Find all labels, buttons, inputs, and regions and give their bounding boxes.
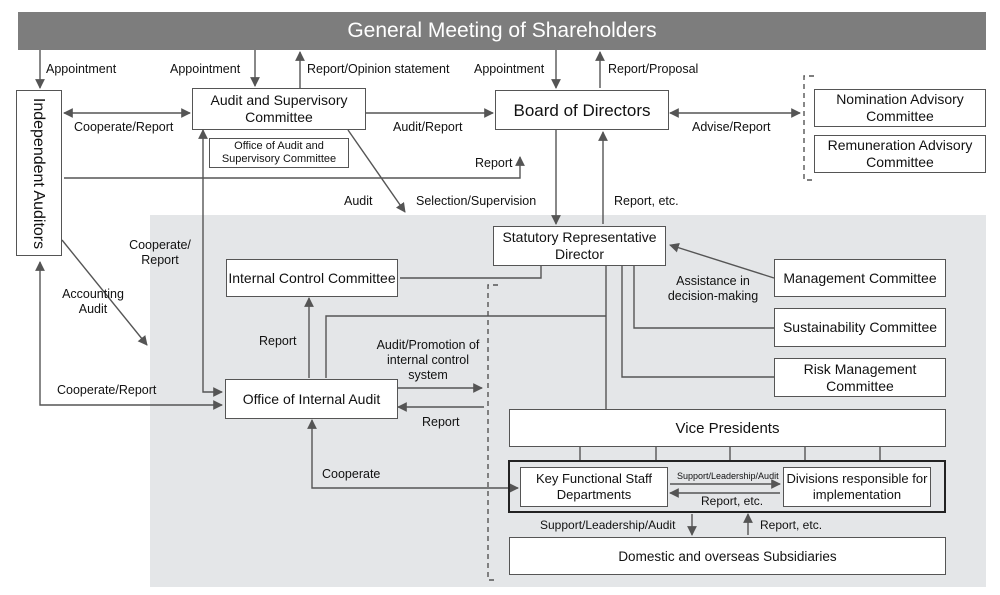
executive-bracket (487, 284, 498, 581)
cooperate-report-label-3: Cooperate/Report (57, 383, 157, 397)
report-label-2: Report (259, 334, 297, 348)
audit-promotion-label: Audit/Promotion of internal control syst… (376, 338, 480, 382)
appointment-label-1: Appointment (46, 62, 117, 76)
committee-internal-audit-arrow (198, 129, 223, 397)
sustainability-committee-box: Sustainability Committee (774, 308, 946, 347)
accounting-audit-label: Accounting Audit (62, 287, 124, 316)
internal-audit-statutory-line (325, 315, 606, 378)
vice-presidents-box: Vice Presidents (509, 409, 946, 447)
statutory-director-box: Statutory Representative Director (493, 226, 666, 266)
cooperate-report-label-2: Cooperate/ Report (129, 238, 191, 267)
key-functional-box: Key Functional Staff Departments (520, 467, 668, 507)
general-meeting-header: General Meeting of Shareholders (18, 12, 986, 50)
report-opinion-label: Report/Opinion statement (307, 62, 450, 76)
independent-auditors-label: Independent Auditors (30, 97, 48, 249)
report-proposal-label: Report/Proposal (608, 62, 699, 76)
audit-diagonal-arrow (347, 129, 406, 213)
audit-report-label: Audit/Report (393, 120, 463, 134)
risk-management-committee-box: Risk Management Committee (774, 358, 946, 397)
internal-audit-box: Office of Internal Audit (225, 379, 398, 419)
statutory-sustainability-line (633, 264, 774, 329)
report-label-3: Report (422, 415, 460, 429)
assistance-label: Assistance in decision-making (667, 274, 759, 303)
board-of-directors-box: Board of Directors (495, 90, 669, 130)
subsidiaries-box: Domestic and overseas Subsidiaries (509, 537, 946, 575)
statutory-internal-control-line (400, 264, 542, 279)
report-etc-label-1: Report, etc. (614, 194, 679, 208)
management-committee-box: Management Committee (774, 259, 946, 297)
advisory-bracket (803, 75, 814, 181)
appointment-label-3: Appointment (474, 62, 545, 76)
audit-committee-box: Audit and Supervisory Committee (192, 88, 366, 130)
divisions-box: Divisions responsible for implementation (783, 467, 931, 507)
statutory-risk-line (621, 264, 774, 378)
cooperate-report-label-1: Cooperate/Report (74, 120, 174, 134)
cooperate-arrow (307, 419, 519, 493)
internal-control-committee-box: Internal Control Committee (226, 259, 398, 297)
selection-supervision-label: Selection/Supervision (416, 194, 537, 208)
operations-group-frame (508, 460, 946, 513)
assistance-arrow (669, 242, 775, 279)
advise-report-label: Advise/Report (692, 120, 771, 134)
auditors-internal-audit-arrow (35, 261, 223, 410)
appointment-label-2: Appointment (170, 62, 241, 76)
audit-label: Audit (344, 194, 373, 208)
support-leadership-label: Support/Leadership/Audit (540, 518, 676, 532)
cooperate-label: Cooperate (322, 467, 381, 481)
support-leadership-small-label: Support/Leadership/Audit (677, 471, 779, 481)
office-audit-committee-box: Office of Audit and Supervisory Committe… (209, 138, 349, 168)
independent-auditors-box: Independent Auditors (16, 90, 62, 256)
nomination-committee-box: Nomination Advisory Committee (814, 89, 986, 127)
report-etc-label-2: Report, etc. (701, 494, 764, 508)
report-etc-label-3: Report, etc. (760, 518, 823, 532)
report-label-1: Report (475, 156, 513, 170)
remuneration-committee-box: Remuneration Advisory Committee (814, 135, 986, 173)
